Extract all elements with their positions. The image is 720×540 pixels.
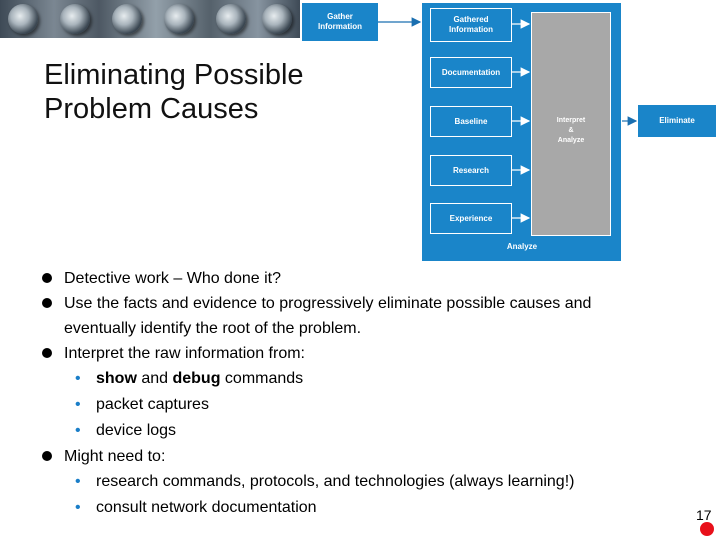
bullet-4-text: Might need to: [64,448,166,465]
research-box: Research [430,155,512,186]
bullet-dot [42,298,52,308]
page-title: Eliminating Possible Problem Causes [44,58,384,126]
banner-knob-2 [60,4,90,34]
gathered-information-box: Gathered Information [430,8,512,42]
interpret-line-3: Analyze [557,137,585,144]
sub-bullet-device-logs-text: device logs [96,422,177,439]
gathered-info-line-1: Gathered [453,15,489,24]
sub-bullet-packet-captures-text: packet captures [96,396,209,413]
research-label: Research [452,165,490,175]
eliminate-label: Eliminate [659,116,695,125]
bullet-1-text: Detective work – Who done it? [64,270,281,287]
sub-bullet-research-text: research commands, protocols, and techno… [96,473,575,490]
documentation-label: Documentation [441,67,501,77]
bullet-2: Use the facts and evidence to progressiv… [40,291,680,341]
bullet-list: Detective work – Who done it? Use the fa… [40,266,680,521]
sub-bullet-dot: • [75,370,81,387]
bullet-2-text-line-2: eventually identify the root of the prob… [64,320,362,337]
documentation-box: Documentation [430,57,512,88]
banner-knob-4 [164,4,194,34]
debug-keyword: debug [172,370,221,387]
gather-information-box: Gather Information [302,3,378,41]
bullet-dot [42,451,52,461]
bullet-dot [42,273,52,283]
interpret-analyze-label: Interpret & Analyze [531,116,611,146]
page-number: 17 [696,507,712,523]
sub-bullet-dot: • [75,422,81,439]
gathered-info-line-2: Information [449,25,493,34]
sub-bullet-and: and [136,370,173,387]
title-line-2: Problem Causes [44,93,259,125]
sub-bullet-dot: • [75,499,81,516]
header-banner-image [0,0,300,38]
bullet-3-text: Interpret the raw information from: [64,345,305,362]
banner-knob-5 [216,4,246,34]
sub-bullet-commands: • show and debug commands [40,366,680,392]
gather-info-line-1: Gather [327,12,353,21]
sub-bullet-dot: • [75,396,81,413]
banner-knob-3 [112,4,142,34]
banner-knob-1 [8,4,38,34]
experience-label: Experience [449,213,493,223]
bullet-dot [42,348,52,358]
sub-bullet-device-logs: • device logs [40,418,680,444]
gather-info-line-2: Information [318,22,362,31]
banner-knob-6 [262,4,292,34]
analyze-label: Analyze [506,242,538,251]
bullet-1: Detective work – Who done it? [40,266,680,291]
sub-bullet-documentation: • consult network documentation [40,495,680,521]
title-line-1: Eliminating Possible [44,59,304,91]
bullet-3: Interpret the raw information from: [40,341,680,366]
bullet-2-text-line-1: Use the facts and evidence to progressiv… [64,295,592,312]
interpret-line-1: Interpret [556,117,586,124]
sub-bullet-documentation-text: consult network documentation [96,499,317,516]
interpret-line-2: & [568,127,574,134]
sub-bullet-packet-captures: • packet captures [40,392,680,418]
bullet-4: Might need to: [40,444,680,469]
sub-bullet-research: • research commands, protocols, and tech… [40,469,680,495]
red-dot-marker [700,522,714,536]
sub-bullet-dot: • [75,473,81,490]
baseline-label: Baseline [454,116,488,126]
interpret-analyze-column [531,12,611,236]
show-keyword: show [96,370,137,387]
eliminate-box: Eliminate [638,105,716,137]
sub-bullet-commands-text: commands [220,370,304,387]
